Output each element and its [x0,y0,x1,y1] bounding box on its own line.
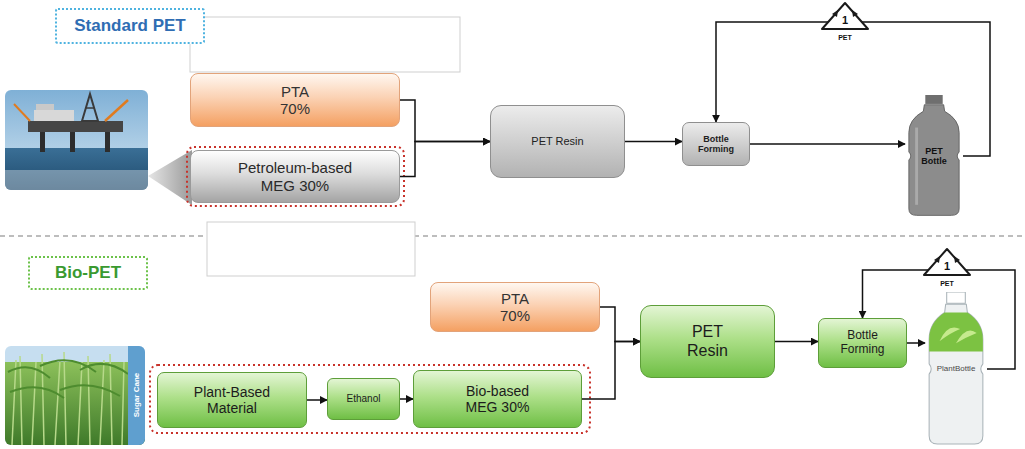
material-box: Bio-based MEG 30% [413,370,582,428]
highlight-frame [187,147,404,206]
node-text: PTA 70% [485,290,545,325]
rig-leg [40,130,45,152]
recycle-triangle [822,3,868,29]
flow-arrow [625,141,682,143]
node-text: PET Resin [678,323,738,360]
bottle-body [909,105,959,216]
recycle-triangle [924,249,970,275]
bottle-label [929,313,983,352]
recycle-arrow [832,10,838,17]
process-box: Bottle Forming [818,318,907,368]
symbol-patch [828,31,862,43]
photo-reflection [5,170,148,190]
recycle-symbol [822,3,868,43]
node-text: Standard PET [74,16,185,36]
node-text: Ethanol [347,393,381,405]
resin-code-number: 1 [842,15,848,26]
flow-arrow [750,143,905,145]
callout-pointer [148,150,192,205]
rig-leg [70,130,75,152]
rig-derrick [86,107,94,109]
bottle-cap [947,292,966,303]
flow-arrow [907,342,925,344]
section-title-box: Standard PET [55,8,205,44]
flow-arrow [400,398,413,400]
empty-box [190,17,460,72]
cane-leaves [8,360,128,398]
process-box: Bottle Forming [682,122,750,166]
separator-line [0,235,1025,237]
bottle-shape: PlantBottle [925,292,987,446]
photo-sea [5,148,148,190]
photo-sky [5,90,148,190]
section-title-box: Bio-PET [28,256,148,290]
symbol-patch [930,277,964,289]
bottle-leaves [939,327,976,343]
flow-arrow [600,307,640,342]
recycle-symbol [924,249,970,289]
flow-arrow [775,341,818,343]
bottle-cap [925,95,942,104]
empty-box [207,222,415,276]
rig-crane [14,104,30,121]
flow-arrow [400,100,490,142]
node-text: Plant-Based Material [177,384,287,416]
node-text: PET Bottle [914,146,954,167]
flow-arrow [307,399,327,401]
resin-code-number: 1 [944,261,950,272]
material-box: Plant-Based Material [157,372,307,428]
recycle-arrow [934,256,940,263]
photo-caption: Sugar Cane [133,373,141,417]
cane-stalks [12,352,124,445]
node-text: Bottle Forming [691,134,741,155]
bottle-highlight [915,128,918,205]
oil-rig-photo [5,90,148,190]
recycle-arrow [852,10,858,17]
bottle-body [929,304,983,444]
material-box: PTA 70% [430,282,600,332]
rig-platform [28,121,123,132]
recycle-arrow [954,256,960,263]
node-text: PET Resin [531,135,583,148]
bottle-shape: PET Bottle [905,95,963,217]
rig-crane [105,100,128,121]
sugar-cane-photo [5,346,145,445]
flow-arrow [400,142,490,177]
rig-derrick [82,94,98,121]
photo-caption-strip [128,346,145,445]
node-text: Bottle Forming [828,329,898,357]
resin-code-label: PET [838,34,852,41]
resin-code-label: PET [940,280,954,287]
node-text: Petroleum-based MEG 30% [230,159,360,194]
node-text: PlantBottle [937,364,976,373]
rig-deck [36,104,54,110]
node-text: Bio-based MEG 30% [458,383,538,415]
process-box: PET Resin [490,105,625,178]
process-box: PET Resin [640,305,775,378]
material-box: Petroleum-based MEG 30% [190,150,400,203]
process-box: Ethanol [327,378,400,420]
rig-leg [105,130,110,152]
photo-sky [5,346,145,445]
node-text: Bio-PET [55,263,121,283]
flow-arrow [582,342,640,400]
highlight-frame [150,365,590,433]
node-text: PTA 70% [265,83,325,118]
rig-deck [34,110,74,121]
material-box: PTA 70% [190,73,400,127]
